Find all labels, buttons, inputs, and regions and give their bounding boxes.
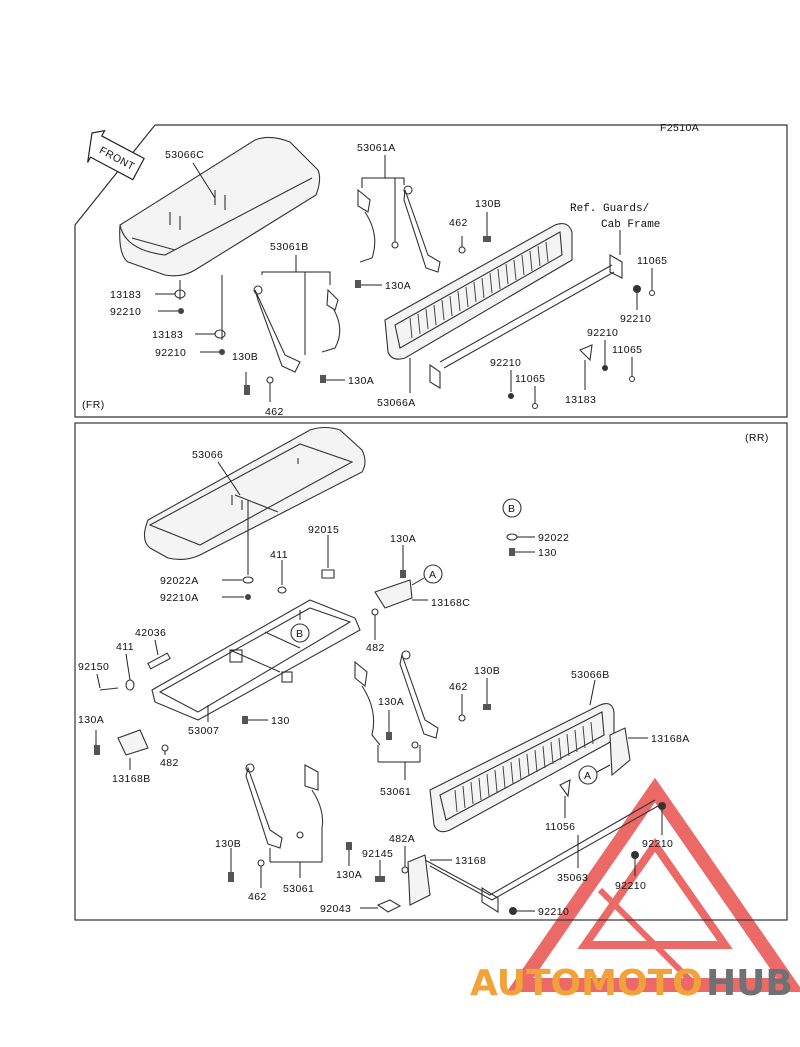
part-label: 42036 [135,627,166,639]
callout-b-2: B [508,503,515,515]
bracket-13168C [374,579,413,609]
part-label: 92210 [155,347,186,359]
part-label: 130 [271,715,290,727]
part-label: 13168A [651,733,690,745]
part-label: 53061A [357,142,396,154]
part-label: 462 [449,217,468,229]
figure-code: F2510A [660,122,699,134]
part-label: 462 [449,681,468,693]
callout-a-marker [423,564,443,584]
leader [192,162,216,199]
seat-cushion-53066C [119,136,321,277]
part-label: 411 [116,641,134,653]
part-label: 92210 [538,906,569,918]
part-label: 482 [366,642,385,654]
part-label: 53066A [377,397,416,409]
fr-section-frame [74,124,788,418]
part-label: 130A [390,533,416,545]
clip-13183 [214,329,226,339]
backrest-53066A [384,223,623,389]
bracket-13168B [117,729,149,756]
nut-92210 [178,308,184,314]
nut-92210 [219,349,225,355]
part-label: 130B [215,838,241,850]
seat-frame-53007 [151,599,361,721]
part-label: 35063 [557,872,588,884]
part-label: 462 [248,891,267,903]
part-label: 92210 [490,357,521,369]
part-label: 53066 [192,449,223,461]
part-label: 92210A [160,592,199,604]
watermark-text-2: HUB [706,963,793,1004]
ref-note-line1: Ref. Guards/ [570,203,649,215]
bracket-13168A [609,727,631,777]
part-label: 92043 [320,903,351,915]
part-label: 53066C [165,149,204,161]
part-label: 130A [78,714,104,726]
seat-53066 [143,426,366,561]
seat-belt-53061-upper [354,650,439,749]
watermark-logo: AUTOMOTO HUB [470,963,793,1004]
part-label: 92210 [110,306,141,318]
washer-92022A [242,576,254,584]
part-label: 11065 [515,373,545,385]
callout-a: A [429,569,436,581]
part-label: 13168B [112,773,151,785]
watermark-triangle [506,777,800,993]
part-label: 92022 [538,532,569,544]
part-label: 462 [265,406,284,418]
part-label: 11065 [637,255,667,267]
part-label: 53061 [283,883,314,895]
front-arrow: FRONT [87,129,145,181]
part-label: 13183 [152,329,183,341]
part-label: 130A [336,869,362,881]
part-label: 130 [538,547,557,559]
seat-belt-53061-lower [245,763,324,849]
part-label: 130B [474,665,500,677]
part-label: 11065 [612,344,642,356]
part-label: 92210 [642,838,673,850]
callout-b: B [296,628,303,640]
part-label: 92210 [615,880,646,892]
part-label: 92210 [587,327,618,339]
part-label: 482A [389,833,415,845]
part-label: 130A [378,696,404,708]
seat-belt-53061B [253,285,341,373]
nut-92210A [245,594,251,600]
section-fr-label: (FR) [82,399,105,411]
callout-a-2: A [584,770,591,782]
part-label: 53061B [270,241,309,253]
part-label: 13183 [110,289,141,301]
part-label: 53061 [380,786,411,798]
backrest-53066B [429,703,615,833]
section-rr-label: (RR) [745,432,769,444]
part-label: 92210 [620,313,651,325]
seat-belt-53061A [357,185,441,273]
part-label: 130A [385,280,411,292]
part-label: 53007 [188,725,219,737]
part-label: 130B [475,198,501,210]
ref-note-line2: Cab Frame [601,219,660,231]
part-label: 13183 [565,394,596,406]
part-label: 53066B [571,669,610,681]
part-label: 130B [232,351,258,363]
rr-section-frame [74,422,788,921]
callout-b-marker [290,623,310,643]
part-label: 482 [160,757,179,769]
part-label: 92145 [362,848,393,860]
part-label: 92015 [308,524,339,536]
part-label: 11056 [545,821,575,833]
part-label: 411 [270,549,288,561]
part-label: 92150 [78,661,109,673]
nut-92210 [633,285,641,293]
part-label: 92022A [160,575,199,587]
watermark-text-1: AUTOMOTO [470,963,703,1004]
part-label: 130A [348,375,374,387]
part-label: 13168C [431,597,470,609]
part-label: 13168 [455,855,486,867]
bar-35063 [407,799,659,913]
